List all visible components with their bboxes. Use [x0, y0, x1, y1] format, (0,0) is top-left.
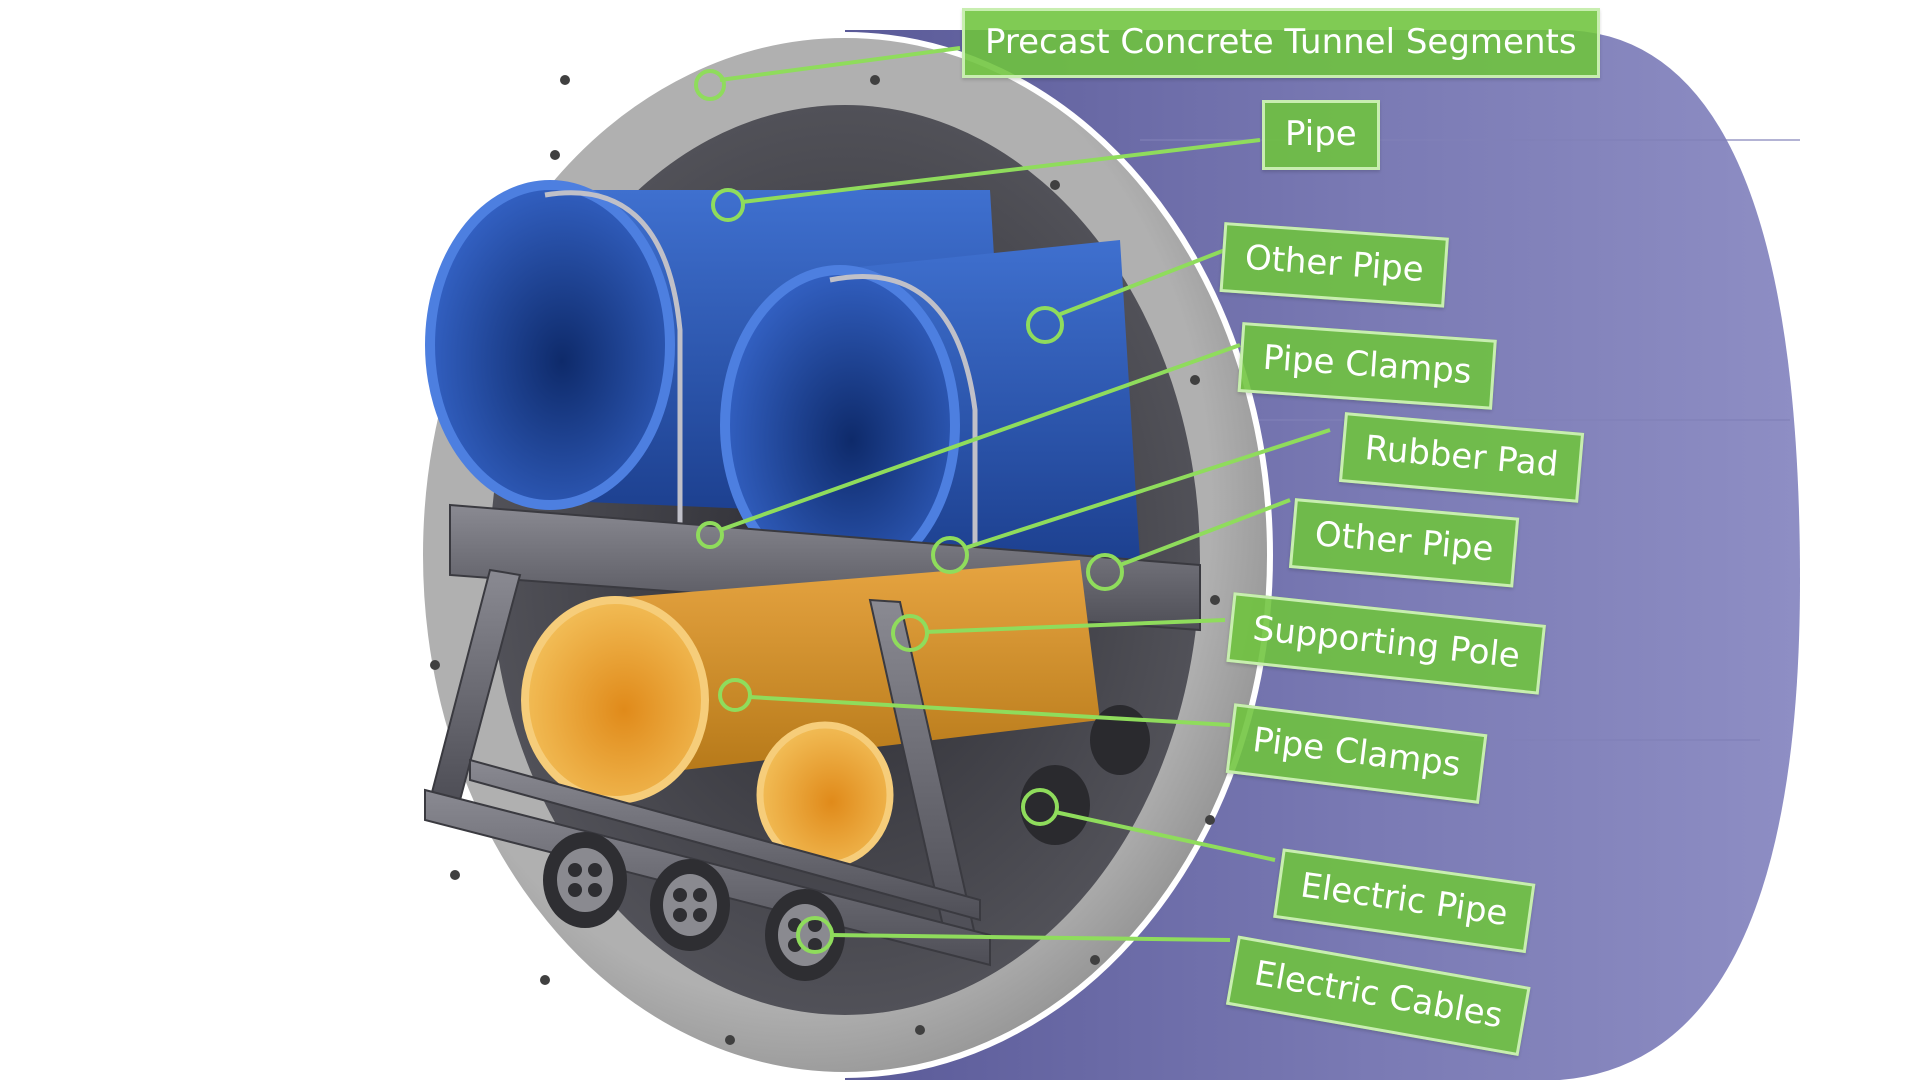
leader-lines	[694, 46, 1331, 954]
label-pipe: Pipe	[1262, 100, 1380, 170]
label-precast-concrete-tunnel-segments: Precast Concrete Tunnel Segments	[962, 8, 1600, 78]
